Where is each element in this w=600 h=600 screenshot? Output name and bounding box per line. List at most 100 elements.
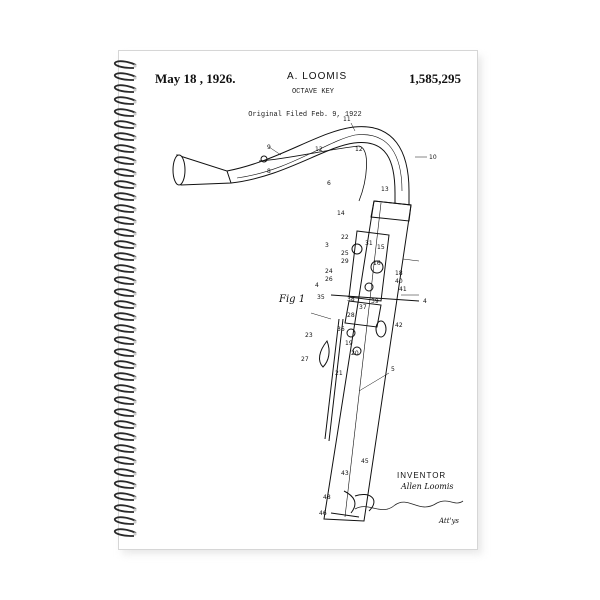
foot-spring — [354, 494, 375, 512]
inventor-name: Allen Loomis — [401, 482, 454, 491]
label-21: 21 — [335, 370, 343, 377]
neck-inner — [230, 142, 396, 211]
spiral-binding — [113, 60, 137, 537]
spiral-hole — [133, 340, 137, 344]
label-29: 29 — [341, 258, 349, 265]
key-pad-19 — [352, 346, 362, 356]
spiral-coil — [113, 480, 137, 489]
key-cup-small — [364, 282, 374, 292]
label-5: 5 — [391, 366, 395, 373]
spiral-coil — [113, 384, 137, 393]
label-46: 46 — [319, 510, 327, 517]
spiral-coil — [113, 204, 137, 213]
spiral-coil — [113, 84, 137, 93]
key-pad-36 — [346, 328, 356, 338]
spiral-coil — [113, 228, 137, 237]
label-25: 25 — [341, 250, 349, 257]
label-24: 24 — [325, 268, 333, 275]
foot-hook — [343, 490, 356, 514]
label-35: 35 — [317, 294, 325, 301]
label-31: 31 — [365, 240, 373, 247]
figure-label: Fig 1 — [279, 294, 306, 305]
spiral-coil — [113, 300, 137, 309]
spiral-coil — [113, 516, 137, 525]
label-28: 28 — [347, 312, 355, 319]
spiral-hole — [133, 460, 137, 464]
spiral-hole — [133, 100, 137, 104]
spiral-hole — [133, 532, 137, 536]
spiral-hole — [133, 496, 137, 500]
lever-pivot — [260, 155, 268, 163]
spiral-notebook: May 18 , 1926. A. LOOMIS 1,585,295 OCTAV… — [113, 50, 478, 550]
label-26: 26 — [325, 276, 333, 283]
patent-drawing: 9 11 12 12 8 6 10 13 14 3 22 31 15 25 29… — [172, 116, 464, 522]
label-18: 18 — [395, 270, 403, 277]
label-15: 15 — [377, 244, 385, 251]
spiral-coil — [113, 216, 137, 225]
spiral-hole — [133, 64, 137, 68]
label-36: 36 — [337, 326, 345, 333]
spiral-coil — [113, 492, 137, 501]
key-cup-upper — [351, 243, 363, 255]
thumb-key — [319, 340, 330, 368]
lever-rod — [258, 145, 367, 202]
label-12: 12 — [315, 146, 323, 153]
spiral-coil — [113, 144, 137, 153]
label-6: 6 — [327, 180, 331, 187]
spiral-hole — [133, 508, 137, 512]
label-39: 39 — [371, 298, 379, 305]
spiral-hole — [133, 160, 137, 164]
spiral-hole — [133, 220, 137, 224]
label-43: 43 — [341, 470, 349, 477]
label-42: 42 — [395, 322, 403, 329]
label-41: 41 — [399, 286, 407, 293]
spiral-hole — [133, 268, 137, 272]
label-3: 3 — [325, 242, 329, 249]
spiral-hole — [133, 388, 137, 392]
spiral-coil — [113, 420, 137, 429]
spiral-coil — [113, 72, 137, 81]
spiral-hole — [133, 352, 137, 356]
spiral-hole — [133, 172, 137, 176]
spiral-hole — [133, 424, 137, 428]
spiral-hole — [133, 148, 137, 152]
spiral-hole — [133, 280, 137, 284]
spiral-hole — [133, 208, 137, 212]
label-14: 14 — [337, 210, 345, 217]
reference-labels: 9 11 12 12 8 6 10 13 14 3 22 31 15 25 29… — [267, 116, 437, 517]
spiral-coil — [113, 288, 137, 297]
spiral-coil — [113, 168, 137, 177]
spiral-coil — [113, 360, 137, 369]
spiral-hole — [133, 400, 137, 404]
label-38: 38 — [347, 296, 355, 303]
attorneys-caption: Att'ys — [439, 517, 460, 525]
spiral-coil — [113, 60, 137, 69]
spiral-coil — [113, 276, 137, 285]
neck-mid — [236, 134, 403, 192]
spiral-coil — [113, 396, 137, 405]
patent-filed: Original Filed Feb. 9, 1922 — [248, 111, 362, 119]
spiral-coil — [113, 312, 137, 321]
spiral-coil — [113, 156, 137, 165]
thumb-rod-2 — [324, 318, 340, 440]
spiral-coil — [113, 432, 137, 441]
spiral-hole — [133, 112, 137, 116]
mouthpiece-end — [172, 154, 186, 186]
spiral-hole — [133, 472, 137, 476]
spiral-hole — [133, 292, 137, 296]
spiral-coil — [113, 108, 137, 117]
spiral-hole — [133, 520, 137, 524]
spiral-hole — [133, 124, 137, 128]
spiral-coil — [113, 132, 137, 141]
spiral-coil — [113, 444, 137, 453]
key-pad-42 — [375, 320, 387, 338]
spiral-hole — [133, 196, 137, 200]
spiral-coil — [113, 180, 137, 189]
key-cup-mid — [370, 260, 384, 274]
label-22: 22 — [341, 234, 349, 241]
label-4b: 4 — [423, 298, 427, 305]
spiral-coil — [113, 372, 137, 381]
patent-inventor-header: A. LOOMIS — [287, 71, 348, 82]
spiral-hole — [133, 136, 137, 140]
section-line-4 — [330, 294, 420, 302]
